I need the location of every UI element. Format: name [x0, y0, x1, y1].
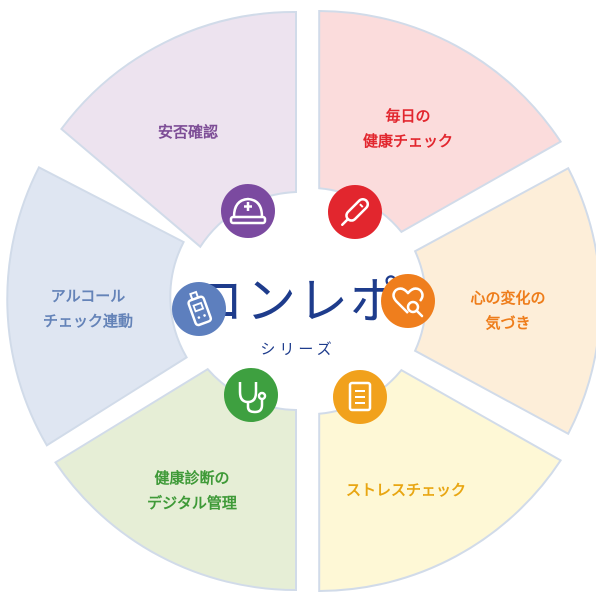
label-safety: 安否確認 [158, 123, 218, 141]
logo-subtitle: シリーズ [260, 340, 335, 358]
breathalyzer-icon [172, 282, 226, 336]
label-mind-line1: 心の変化の [470, 289, 545, 307]
thermometer-icon [328, 185, 382, 239]
heart-search-icon [381, 274, 435, 328]
label-alcohol-line1: アルコール [51, 287, 126, 305]
hard-hat-icon [221, 184, 275, 238]
logo-title: コンレポ [194, 272, 402, 330]
label-checkup-line2: デジタル管理 [147, 494, 237, 512]
series-logo: コンレポ シリーズ [194, 272, 402, 358]
label-mind-line2: 気づき [485, 314, 530, 332]
label-checkup-line1: 健康診断の [154, 469, 229, 487]
label-health-line1: 毎日の [385, 107, 430, 125]
segment-alcohol-shape [6, 166, 188, 447]
checklist-icon [333, 370, 387, 424]
stethoscope-icon [224, 368, 278, 422]
label-stress: ストレスチェック [346, 481, 466, 499]
segment-alcohol [6, 166, 188, 447]
label-health-line2: 健康チェック [363, 132, 453, 150]
label-alcohol-line2: チェック連動 [43, 312, 133, 330]
